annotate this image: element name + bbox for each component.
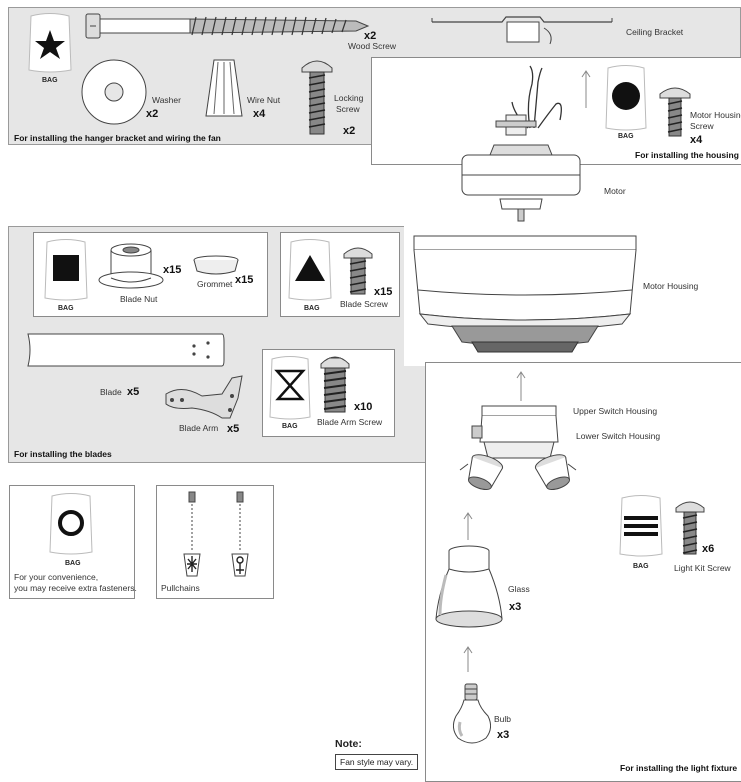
- blade-screw-label: Blade Screw: [340, 299, 388, 309]
- blade-arm-screw-icon: [320, 356, 350, 413]
- pullchains-box: [156, 485, 274, 599]
- blade-screw-icon: [343, 247, 373, 295]
- bulb-icon: [452, 683, 492, 744]
- star-bag-icon: [28, 13, 72, 73]
- pullchains-icon: [183, 491, 249, 577]
- blade-arm-screw-label: Blade Arm Screw: [317, 417, 383, 427]
- locking-screw-icon: [301, 60, 333, 135]
- blade-qty: x5: [127, 386, 140, 398]
- extras-text-line-1: For your convenience,: [14, 572, 99, 582]
- motor-housing-screw-label-1: Motor Housing: [690, 110, 741, 120]
- wire-nut-label: Wire Nut: [247, 95, 281, 105]
- bulb-label: Bulb: [494, 714, 512, 724]
- bulb-qty: x3: [497, 729, 510, 741]
- light-kit-screw-label: Light Kit Screw: [674, 563, 731, 573]
- blade-nut-icon: [98, 243, 164, 289]
- blade-icon: [27, 333, 225, 367]
- blade-label: Blade: [100, 387, 122, 397]
- triangle-bag-icon: [288, 239, 332, 301]
- grommet-qty: x15: [235, 274, 254, 286]
- note-title: Note:: [335, 738, 362, 750]
- motor-housing-label: Motor Housing: [643, 281, 699, 291]
- hanger-panel-caption: For installing the hanger bracket and wi…: [14, 133, 221, 143]
- up-arrow-icon: [581, 70, 591, 108]
- square-bag-icon: [44, 239, 88, 301]
- locking-screw-label-2: Screw: [336, 104, 360, 114]
- upper-switch-housing-label: Upper Switch Housing: [573, 406, 658, 416]
- lower-switch-housing-label: Lower Switch Housing: [576, 431, 661, 441]
- glass-qty: x3: [509, 601, 522, 613]
- motor-housing-screw-icon: [659, 87, 691, 137]
- blade-nut-qty: x15: [163, 264, 182, 276]
- wire-nut-qty: x4: [253, 108, 266, 120]
- light-kit-screw-qty: x6: [702, 543, 715, 555]
- housing-panel-caption: For installing the housing: [635, 150, 739, 160]
- up-arrow-icon: [463, 512, 473, 540]
- washer-label: Washer: [152, 95, 181, 105]
- bag-label: BAG: [65, 560, 81, 567]
- blade-arm-label: Blade Arm: [179, 423, 219, 433]
- ring-bag-icon: [49, 493, 93, 555]
- motor-label: Motor: [604, 186, 626, 196]
- motor-housing-icon: [413, 235, 637, 353]
- washer-icon: [81, 59, 147, 125]
- hourglass-bag-icon: [269, 356, 311, 420]
- pullchains-label: Pullchains: [161, 583, 200, 593]
- blades-panel-caption: For installing the blades: [14, 449, 112, 459]
- bag-label: BAG: [282, 423, 298, 430]
- bag-label: BAG: [618, 133, 634, 140]
- bag-label: BAG: [42, 77, 58, 84]
- bag-label: BAG: [633, 563, 649, 570]
- ceiling-bracket-label: Ceiling Bracket: [626, 27, 684, 37]
- wood-screw-label: Wood Screw: [348, 41, 397, 51]
- bag-label: BAG: [304, 305, 320, 312]
- blade-arm-qty: x5: [227, 423, 240, 435]
- blade-arm-screw-qty: x10: [354, 401, 373, 413]
- up-arrow-icon: [516, 371, 526, 401]
- glass-icon: [435, 545, 503, 628]
- up-arrow-icon: [463, 646, 473, 672]
- blade-nut-label: Blade Nut: [120, 294, 158, 304]
- grommet-icon: [193, 255, 239, 275]
- bag-label: BAG: [58, 305, 74, 312]
- blade-arm-icon: [165, 375, 243, 419]
- locking-screw-qty: x2: [343, 125, 356, 137]
- washer-qty: x2: [146, 108, 159, 120]
- locking-screw-label-1: Locking: [334, 93, 364, 103]
- lines-bag-icon: [619, 495, 663, 557]
- ceiling-bracket-icon: [431, 16, 613, 45]
- motor-housing-screw-label-2: Screw: [690, 121, 714, 131]
- motor-icon: [461, 114, 581, 222]
- light-kit-screw-icon: [675, 501, 705, 555]
- wire-nut-icon: [205, 59, 243, 117]
- blade-screw-qty: x15: [374, 286, 393, 298]
- wood-screw-icon: [85, 13, 370, 39]
- extras-text-line-2: you may receive extra fasteners.: [14, 583, 137, 593]
- wood-screw-qty: x2: [364, 30, 377, 42]
- light-panel-caption: For installing the light fixture: [620, 763, 738, 773]
- grommet-label: Grommet: [197, 279, 233, 289]
- note-text: Fan style may vary.: [335, 754, 419, 770]
- glass-label: Glass: [508, 584, 530, 594]
- motor-housing-screw-qty: x4: [690, 134, 703, 146]
- switch-housing-icon: [459, 405, 577, 491]
- circle-bag-icon: [605, 65, 647, 131]
